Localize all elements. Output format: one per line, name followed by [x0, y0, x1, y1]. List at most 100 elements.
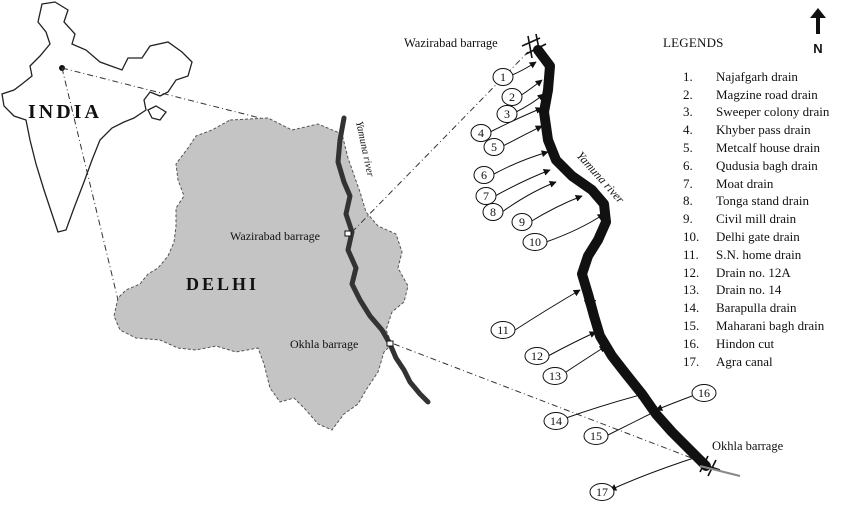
legend-item: 2.Magzine road drain — [663, 86, 829, 104]
drain-marker-14: 14 — [543, 412, 569, 430]
drain-10-arrow — [545, 213, 605, 243]
legend-item: 8.Tonga stand drain — [663, 192, 829, 210]
legend-item: 7.Moat drain — [663, 175, 829, 193]
legend-item: 10. Delhi gate drain — [663, 228, 829, 246]
svg-text:10: 10 — [529, 235, 541, 249]
drain-marker-13: 13 — [542, 367, 568, 385]
drain-16-arrow — [655, 395, 693, 411]
svg-text:8: 8 — [490, 205, 496, 219]
legend-item-name: Qudusia bagh drain — [716, 157, 818, 173]
india-delhi-connector — [61, 67, 269, 301]
legend-item-number: 4. — [683, 122, 693, 138]
legend-item-number: 1. — [683, 68, 693, 84]
drain-marker-1: 1 — [492, 68, 514, 86]
drain-marker-5: 5 — [483, 138, 505, 156]
svg-text:15: 15 — [590, 429, 602, 443]
legend-item: 5. Metcalf house drain — [663, 139, 829, 157]
legend-item: 14.Barapulla drain — [663, 299, 829, 317]
legend-item: 16. Hindon cut — [663, 335, 829, 353]
legend-item-number: 10. — [683, 228, 700, 244]
okhla-barrage-marker-left — [386, 340, 394, 347]
legend-item: 6. Qudusia bagh drain — [663, 157, 829, 175]
yamuna-river-detail — [533, 45, 711, 471]
legend-item-number: 12. — [683, 264, 700, 280]
drain-13-arrow — [559, 345, 607, 377]
drain-marker-8: 8 — [482, 203, 504, 221]
legend-item: 17.Agra canal — [663, 353, 829, 371]
legend-item: 12.Drain no. 12A — [663, 264, 829, 282]
drain-markers: 1 2 3 4 5 6 7 8 9 10 11 12 13 14 15 16 1… — [470, 68, 717, 501]
svg-text:14: 14 — [550, 414, 562, 428]
legend-item: 4.Khyber pass drain — [663, 121, 829, 139]
drain-marker-7: 7 — [475, 187, 497, 205]
svg-text:1: 1 — [500, 70, 506, 84]
drain-8-arrow — [501, 180, 557, 213]
drain-marker-6: 6 — [473, 166, 495, 184]
svg-text:2: 2 — [509, 90, 515, 104]
wazirabad-barrage-marker-left — [344, 230, 352, 237]
flow-direction-arrow — [584, 300, 596, 316]
legend-item-name: S.N. home drain — [716, 246, 802, 262]
north-label: N — [813, 41, 823, 56]
yamuna-river-label-left: Yamuna river — [353, 120, 376, 178]
svg-text:3: 3 — [504, 107, 510, 121]
delhi-label: DELHI — [186, 274, 259, 294]
legend-item-name: Agra canal — [716, 353, 773, 369]
north-arrow-icon — [810, 8, 826, 34]
legend-item: 15.Maharani bagh drain — [663, 317, 829, 335]
drain-3-arrow — [515, 93, 545, 113]
legend-item-number: 15. — [683, 317, 700, 333]
wazirabad-barrage-symbol — [521, 33, 547, 59]
legend-item-number: 11. — [683, 246, 699, 262]
legend-item: 11. S.N. home drain — [663, 246, 829, 264]
legend-item: 1. Najafgarh drain — [663, 68, 829, 86]
legend-item-number: 5. — [683, 139, 693, 155]
legend-title: LEGENDS — [663, 35, 724, 50]
drain-marker-10: 10 — [522, 233, 548, 251]
legend-item-name: Sweeper colony drain — [716, 104, 830, 120]
drain-marker-11: 11 — [490, 321, 516, 339]
india-outline — [1, 1, 193, 233]
legend-item: 13. Drain no. 14 — [663, 281, 829, 299]
legend-list: 1. Najafgarh drain 2.Magzine road drain 3… — [663, 68, 829, 371]
legend-item: 3. Sweeper colony drain — [663, 103, 829, 121]
legend-item-name: Civil mill drain — [716, 211, 797, 227]
india-label: INDIA — [28, 101, 102, 123]
drain-17-arrow — [609, 455, 701, 491]
svg-text:9: 9 — [519, 215, 525, 229]
drain-4-arrow — [489, 107, 543, 133]
legend-item-number: 16. — [683, 335, 700, 351]
okhla-canal-line — [699, 465, 741, 477]
wazirabad-barrage-label-right: Wazirabad barrage — [404, 36, 498, 50]
drain-9-arrow — [529, 194, 583, 223]
drain-marker-12: 12 — [524, 347, 550, 365]
svg-text:17: 17 — [596, 485, 608, 499]
drain-5-arrow — [502, 125, 543, 147]
legend-item-name: Hindon cut — [716, 335, 775, 351]
legend-item-name: Najafgarh drain — [716, 68, 798, 84]
svg-text:4: 4 — [478, 126, 484, 140]
drain-marker-3: 3 — [496, 105, 518, 123]
north-arrow: N — [808, 8, 828, 56]
drain-14-arrow — [565, 392, 645, 419]
legend-item: 9.Civil mill drain — [663, 210, 829, 228]
drain-marker-17: 17 — [589, 483, 615, 501]
legend-item-name: Delhi gate drain — [716, 228, 800, 244]
delhi-region — [113, 117, 409, 431]
legend: LEGENDS 1. Najafgarh drain 2.Magzine road… — [663, 34, 829, 370]
drain-1-arrow — [509, 61, 537, 77]
drain-marker-15: 15 — [583, 427, 609, 445]
drain-arrows — [489, 61, 701, 491]
legend-item-number: 8. — [683, 193, 693, 209]
legend-item-name: Drain no. 14 — [716, 282, 782, 298]
yamuna-river-left — [335, 115, 431, 405]
svg-text:12: 12 — [531, 349, 543, 363]
drain-marker-16: 16 — [691, 384, 717, 402]
legend-item-number: 7. — [683, 175, 693, 191]
legend-item-number: 6. — [683, 157, 693, 173]
legend-item-number: 13. — [683, 282, 700, 298]
svg-text:11: 11 — [497, 323, 509, 337]
legend-item-number: 3. — [683, 104, 693, 120]
legend-item-name: Metcalf house drain — [716, 139, 820, 155]
